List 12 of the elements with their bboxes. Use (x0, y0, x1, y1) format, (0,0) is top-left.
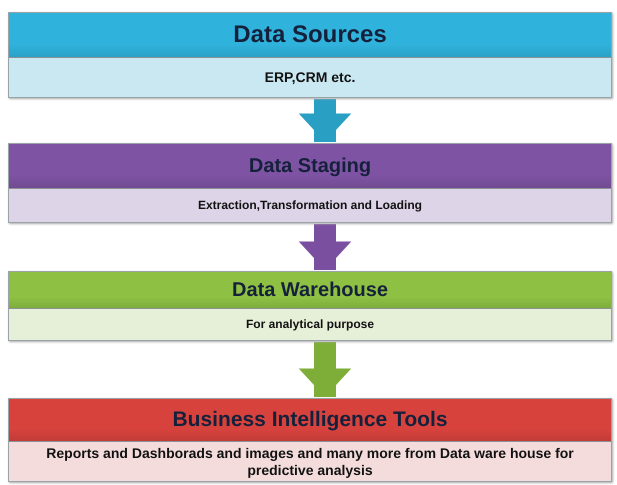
stage-band (8, 271, 612, 341)
stage-band (8, 143, 612, 223)
band-description: For analytical purpose (9, 308, 611, 340)
band-description: Extraction,Transformation and Loading (9, 188, 611, 222)
stage-band (8, 398, 612, 482)
band-heading: Data Warehouse (9, 272, 611, 308)
band-description: ERP,CRM etc. (9, 57, 611, 97)
stage-band (8, 12, 612, 98)
band-heading: Data Staging (9, 144, 611, 188)
band-heading: Data Sources (9, 13, 611, 57)
band-heading: Business Intelligence Tools (9, 399, 611, 441)
band-description: Reports and Dashborads and images and many more from Data ware house for predictive analysis (9, 441, 611, 481)
